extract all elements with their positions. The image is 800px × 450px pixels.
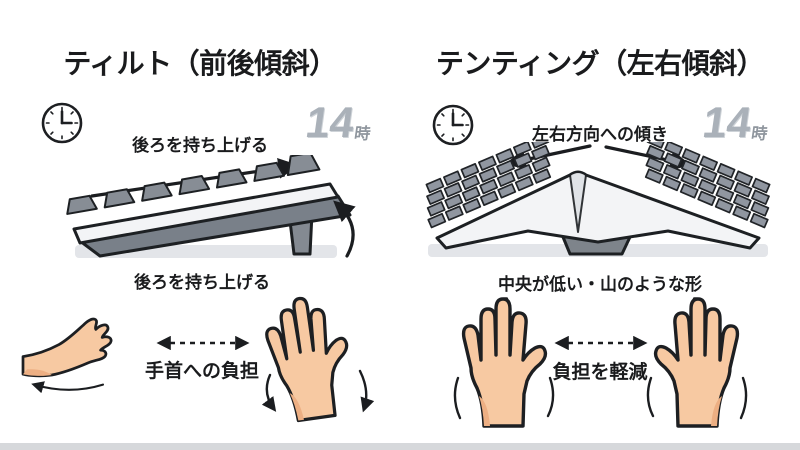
- tilt-keyboard-illustration: [66, 155, 356, 258]
- keyboard-keys: [66, 155, 321, 215]
- tenting-bottom-label: 負担を軽減: [552, 362, 648, 383]
- tilt-panel-title: ティルト（前後傾斜）: [63, 48, 337, 79]
- tenting-caption: 中央が低い・山のような形: [498, 275, 702, 294]
- tilt-top-label: 後ろを持ち上げる: [132, 136, 268, 155]
- tented-keyboard-illustration: [418, 142, 778, 257]
- tilt-hands-illustration: [21, 296, 375, 423]
- floor-strip: [0, 443, 800, 450]
- tenting-panel: テンティング（左右傾斜） 14 時 左右方向への傾き: [400, 0, 800, 450]
- wrist-motion-arrow: [31, 381, 105, 394]
- tilt-panel: ティルト（前後傾斜） 14 時 後ろを持ち上げる: [21, 48, 375, 423]
- curved-arrow-up: [333, 200, 356, 258]
- clock-icon: [432, 104, 474, 146]
- tenting-hands-illustration: [453, 297, 748, 428]
- strain-arrows: [261, 369, 375, 413]
- deviated-hand-illustration: [265, 296, 349, 423]
- tenting-panel-title: テンティング（左右傾斜）: [435, 48, 765, 79]
- tilt-bottom-label: 手首への負担: [144, 361, 259, 382]
- tilt-caption: 後ろを持ち上げる: [134, 273, 270, 292]
- clock-icon: [41, 102, 83, 144]
- side-hand-illustration: [21, 317, 113, 394]
- tenting-top-label: 左右方向への傾き: [532, 125, 668, 144]
